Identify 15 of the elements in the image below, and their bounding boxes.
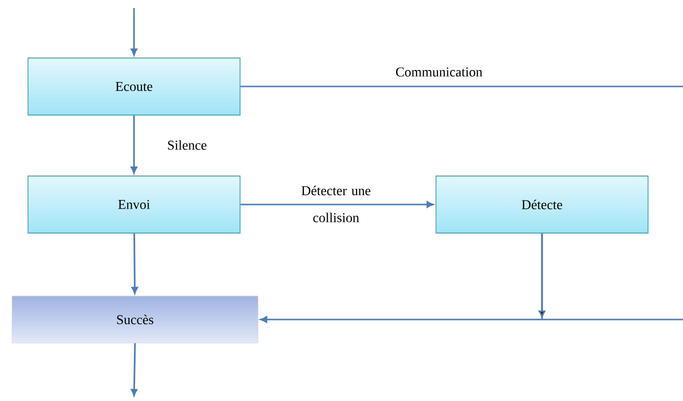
process-box: Ecoute [28, 58, 240, 116]
process-box: Détecte [436, 176, 648, 234]
edge-label: Communication [396, 67, 482, 77]
arrow [240, 201, 434, 208]
edge-label: Détecter une collision [302, 186, 370, 222]
process-box: Envoi [28, 176, 240, 234]
arrow [130, 115, 138, 174]
arrow [130, 343, 138, 396]
line [542, 318, 683, 320]
result-box: Succès [12, 296, 258, 344]
arrow [131, 233, 138, 294]
arrow [538, 233, 546, 320]
arrow [260, 316, 542, 323]
arrow [130, 8, 138, 56]
edge-label: Silence [168, 140, 206, 150]
